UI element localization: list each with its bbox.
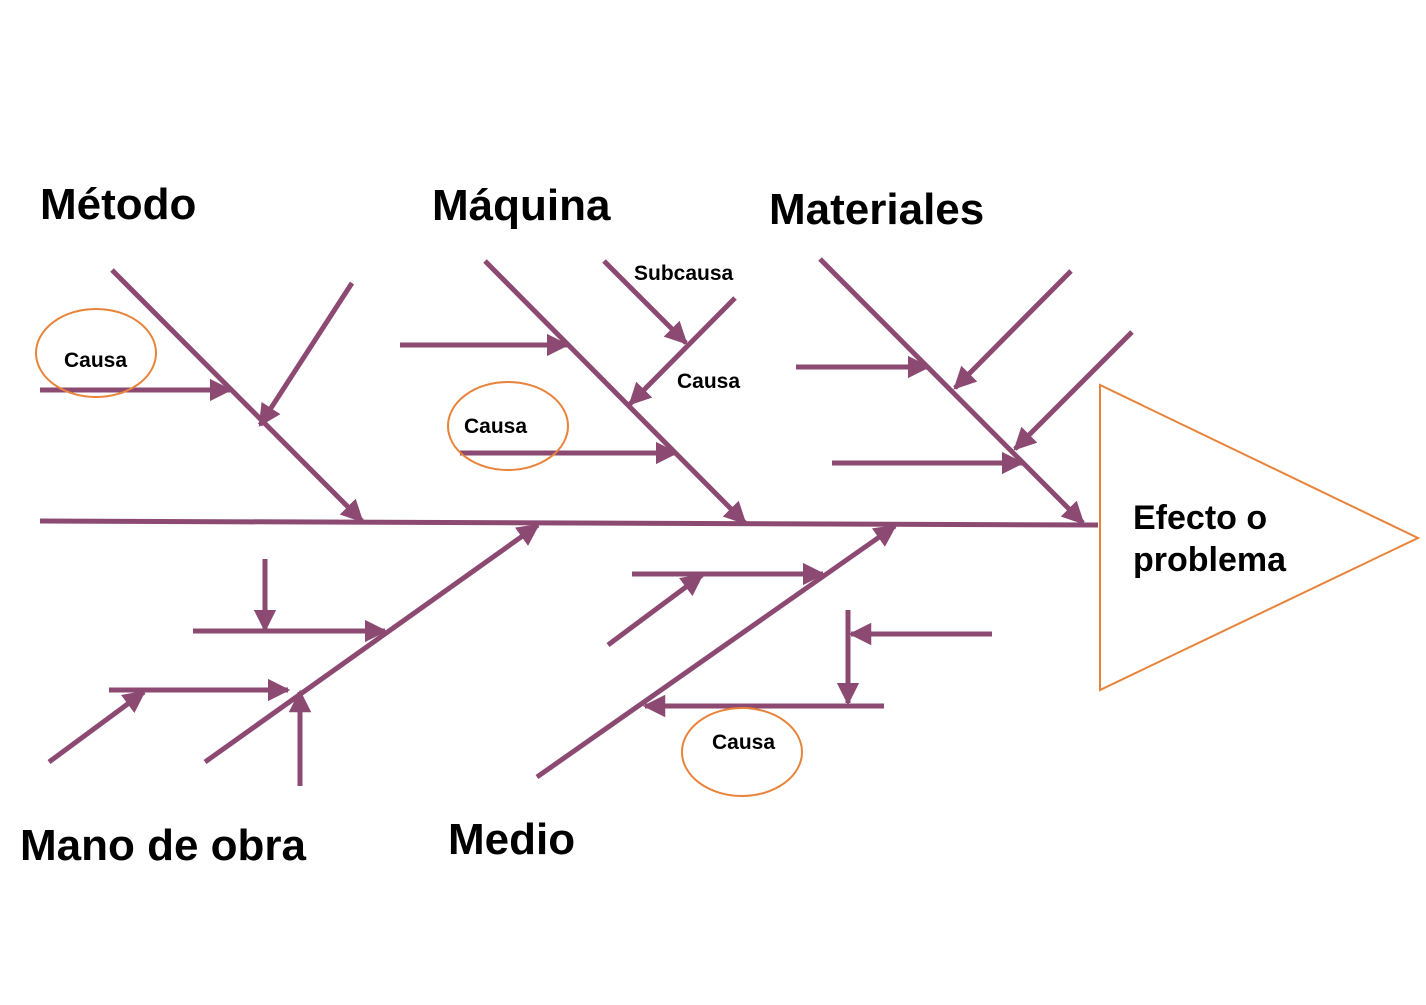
cause-label: Causa (64, 349, 127, 372)
cause-highlight-ellipse (447, 381, 569, 471)
medio-main-bone (535, 523, 897, 780)
category-title-mano-de-obra: Mano de obra (20, 821, 307, 870)
category-title-medio: Medio (448, 815, 575, 864)
effect-text-line-1: Efecto o (1133, 499, 1267, 537)
category-title-maquina: Máquina (432, 181, 611, 230)
effect-triangle (1099, 383, 1421, 692)
maquina-main-bone (483, 259, 747, 525)
medio-cause-arrow-2 (606, 572, 704, 648)
cause-label: Causa (677, 370, 740, 393)
category-title-metodo: Método (40, 180, 196, 229)
materiales-cause-arrow-3 (953, 269, 1073, 390)
materiales-main-bone (818, 257, 1085, 525)
subcause-label: Subcausa (634, 262, 734, 285)
cause-label: Causa (464, 415, 527, 438)
spine-line (39, 518, 1099, 528)
materiales-cause-arrow-4 (1013, 330, 1134, 451)
metodo-cause-arrow-2 (257, 281, 355, 427)
mano-de-obra-main-bone (203, 522, 540, 765)
cause-label: Causa (712, 731, 775, 754)
cause-highlight-ellipse (681, 707, 803, 797)
category-title-materiales: Materiales (769, 185, 984, 234)
effect-text-line-2: problema (1133, 541, 1287, 579)
maquina-cause-arrow-3 (628, 296, 737, 406)
metodo-main-bone (110, 268, 364, 523)
maquina-subcause-arrow (602, 259, 688, 345)
cause-highlight-ellipse (35, 308, 157, 398)
mano-de-obra-cause-arrow-5 (47, 689, 146, 765)
